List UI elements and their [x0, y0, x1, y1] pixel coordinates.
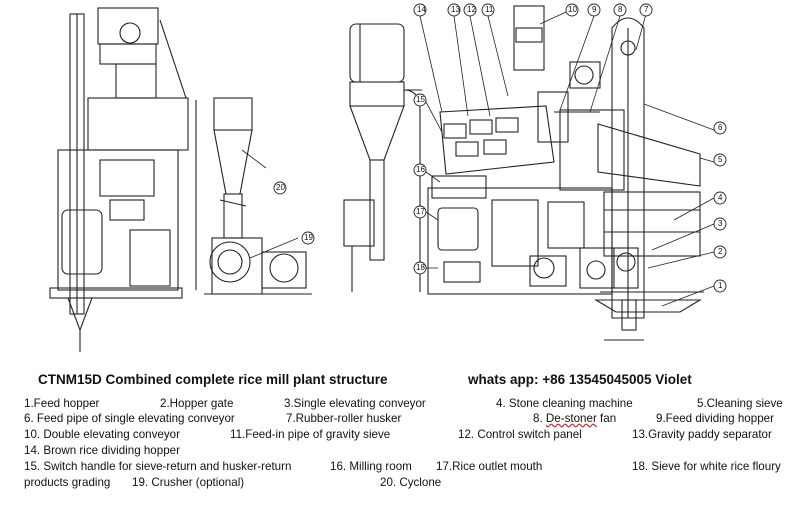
legend-item: 11.Feed-in pipe of gravity sieve: [230, 428, 391, 441]
callout-7: 7: [644, 5, 649, 14]
legend-item: 14. Brown rice dividing hopper: [24, 444, 180, 457]
legend-item: 17.Rice outlet mouth: [436, 460, 543, 473]
callout-4: 4: [718, 193, 723, 202]
diagram-title: CTNM15D Combined complete rice mill plan…: [38, 372, 388, 387]
machine-drawing: [49, 5, 715, 352]
callout-3: 3: [718, 219, 723, 228]
callout-5: 5: [718, 155, 723, 164]
callout-10: 10: [568, 5, 577, 14]
legend-item: 15. Switch handle for sieve-return and h…: [24, 460, 292, 473]
left-machine-front-view: [49, 7, 197, 352]
legend-item: 20. Cyclone: [380, 476, 442, 489]
callout-15: 15: [416, 95, 425, 104]
callout-18: 18: [416, 263, 425, 272]
legend-item: 4. Stone cleaning machine: [496, 397, 633, 410]
callout-2: 2: [718, 247, 723, 256]
callout-17: 17: [416, 207, 425, 216]
legend-item: 12. Control switch panel: [458, 428, 582, 441]
centre-cyclone: [343, 23, 422, 292]
contact-info: whats app: +86 13545045005 Violet: [468, 372, 692, 387]
legend-item: 2.Hopper gate: [160, 397, 234, 410]
callout-14: 14: [417, 5, 426, 14]
legend-item: products grading: [24, 476, 111, 489]
legend-item: 19. Crusher (optional): [132, 476, 245, 489]
callout-6: 6: [718, 123, 723, 132]
legend-item: 18. Sieve for white rice floury: [632, 460, 781, 473]
callout-19: 19: [304, 233, 313, 242]
legend-item: 9.Feed dividing hopper: [656, 412, 774, 425]
legend-item: 3.Single elevating conveyor: [284, 397, 426, 410]
leader-lines: [241, 11, 715, 307]
legend-item: 8. De-stoner fan: [533, 412, 617, 425]
callout-circles: [273, 3, 727, 293]
legend-item: 13.Gravity paddy separator: [632, 428, 772, 441]
legend-item: 10. Double elevating conveyor: [24, 428, 180, 441]
legend-item: 7.Rubber-roller husker: [286, 412, 402, 425]
legend-item: 1.Feed hopper: [24, 397, 100, 410]
legend-item: 16. Milling room: [330, 460, 412, 473]
cyclone-and-crusher: [204, 97, 312, 295]
legend-item: 6. Feed pipe of single elevating conveyo…: [24, 412, 235, 425]
combined-plant-side-view: [427, 5, 704, 341]
callout-11: 11: [485, 5, 494, 14]
callout-8: 8: [618, 5, 623, 14]
callout-13: 13: [451, 5, 460, 14]
legend-item: 5.Cleaning sieve: [697, 397, 783, 410]
callout-16: 16: [416, 165, 425, 174]
callout-12: 12: [467, 5, 476, 14]
callout-20: 20: [276, 183, 285, 192]
callout-9: 9: [592, 5, 597, 14]
callout-1: 1: [718, 281, 723, 290]
